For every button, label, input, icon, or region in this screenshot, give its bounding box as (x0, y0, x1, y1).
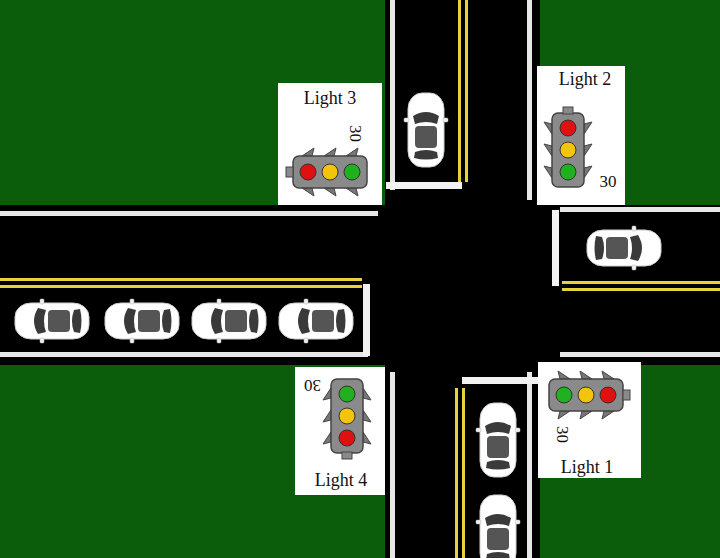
light-label: Light 4 (315, 471, 368, 489)
traffic-light-4 (323, 379, 371, 459)
traffic-light-3 (286, 148, 367, 196)
light-panel: Light 4 30 (295, 367, 385, 495)
light-label: Light 3 (304, 89, 357, 107)
traffic-light-1 (549, 371, 630, 419)
timer-number: 30 (554, 426, 571, 443)
timer-number: 30 (347, 125, 364, 142)
cars (15, 93, 661, 558)
light-panels (278, 66, 641, 495)
timer-number: 30 (600, 173, 617, 190)
traffic-light-2 (544, 107, 592, 187)
timer-number: 30 (304, 377, 321, 394)
stop-lines (363, 182, 559, 384)
light-panel: Light 2 30 (537, 66, 625, 205)
light-panel: Light 1 30 (538, 362, 641, 478)
light-label: Light 2 (559, 70, 612, 88)
light-panel: Light 3 30 (278, 83, 382, 205)
light-label: Light 1 (561, 458, 614, 476)
road-horizontal (0, 205, 720, 365)
